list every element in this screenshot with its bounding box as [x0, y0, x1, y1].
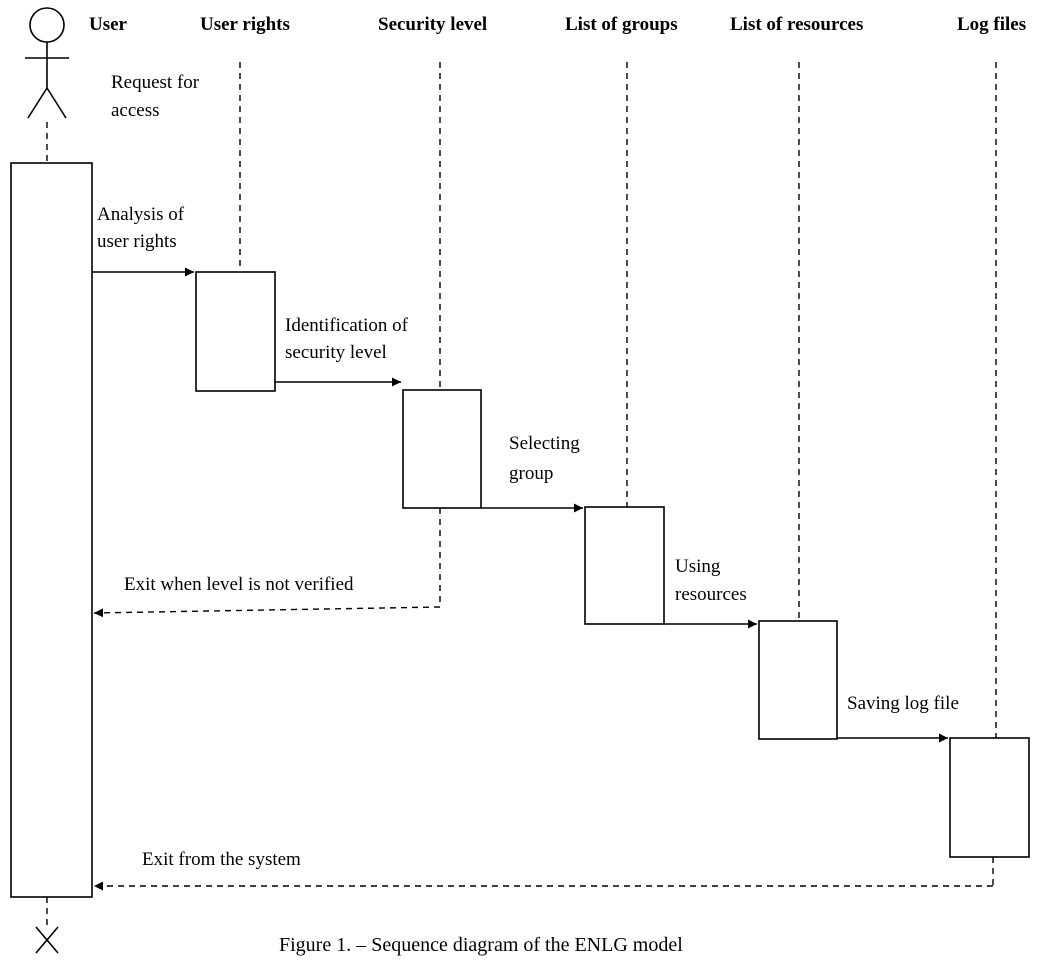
lifeline-title-list-of-resources: List of resources [730, 14, 863, 35]
activation-list-of-resources [758, 620, 838, 740]
destroy-x-icon [35, 926, 59, 954]
activation-user [10, 162, 93, 898]
message-label-using-line1: Using [675, 556, 721, 577]
lifeline-title-log-files: Log files [957, 14, 1026, 35]
activation-security-level [402, 389, 482, 509]
lifeline-title-user: User [89, 14, 128, 35]
message-label-saving: Saving log file [847, 693, 959, 714]
message-label-analysis-line1: Analysis of [97, 204, 185, 225]
lifeline-title-list-of-groups: List of groups [565, 14, 678, 35]
figure-caption: Figure 1. – Sequence diagram of the ENLG… [279, 934, 683, 956]
activation-list-of-groups [584, 506, 665, 625]
message-label-analysis-line2: user rights [97, 231, 177, 252]
activation-log-files [949, 737, 1030, 858]
message-label-exit-level: Exit when level is not verified [124, 574, 354, 595]
message-arrow-exit-level [93, 606, 441, 618]
message-label-selecting-line2: group [509, 463, 553, 484]
message-label-request-line2: access [111, 100, 160, 121]
message-label-selecting-line1: Selecting [509, 433, 580, 454]
message-label-identification-line2: security level [285, 342, 387, 363]
user-actor-icon [25, 7, 69, 119]
message-label-identification-line1: Identification of [285, 315, 409, 336]
lifeline-title-user-rights: User rights [200, 14, 290, 35]
message-label-exit-system: Exit from the system [142, 849, 301, 870]
activation-user-rights [195, 271, 276, 392]
message-label-using-line2: resources [675, 584, 747, 605]
lifeline-title-security-level: Security level [378, 14, 487, 35]
message-label-request-line1: Request for [111, 72, 200, 93]
